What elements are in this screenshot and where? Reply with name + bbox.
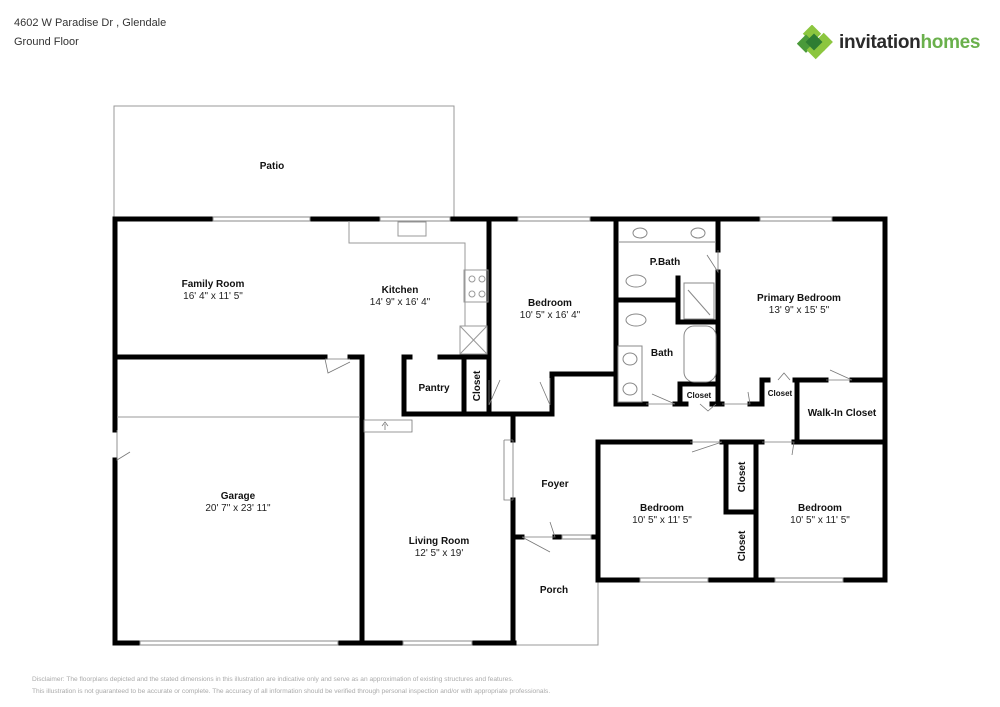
- room-label-walk-in-closet: Walk-In Closet: [808, 408, 877, 419]
- room-label-closet-bed2: Closet: [737, 461, 748, 492]
- room-label-closet-primary: Closet: [768, 389, 793, 398]
- room-label-closet-hall: Closet: [687, 391, 712, 400]
- room-label-bedroom-1: Bedroom: [528, 298, 572, 309]
- walls: [112, 216, 888, 646]
- room-label-bedroom-3: Bedroom: [798, 503, 842, 514]
- logo-mark-icon: [797, 25, 833, 60]
- room-label-primary-bedroom: Primary Bedroom: [757, 293, 841, 304]
- brand-logo: invitationhomes: [797, 25, 981, 61]
- room-label-bath: Bath: [651, 348, 673, 359]
- room-dims-bedroom-1: 10' 5" x 16' 4": [520, 310, 581, 321]
- room-label-p-bath: P.Bath: [650, 257, 680, 268]
- bath-fixtures: [617, 227, 717, 403]
- room-label-living-room: Living Room: [409, 536, 470, 547]
- room-label-bedroom-2: Bedroom: [640, 503, 684, 514]
- room-dims-primary-bedroom: 13' 9" x 15' 5": [769, 305, 830, 316]
- room-dims-family-room: 16' 4" x 11' 5": [183, 291, 243, 302]
- room-dims-bedroom-2: 10' 5" x 11' 5": [632, 515, 692, 526]
- room-label-kitchen: Kitchen: [382, 285, 419, 296]
- kitchen-counters: [348, 221, 489, 355]
- header: 4602 W Paradise Dr , Glendale Ground Flo…: [14, 14, 166, 52]
- room-dims-bedroom-3: 10' 5" x 11' 5": [790, 515, 850, 526]
- address: 4602 W Paradise Dr , Glendale: [14, 17, 167, 29]
- disclaimer: Disclaimer: The floorplans depicted and …: [32, 674, 550, 698]
- disclaimer-line-2: This illustration is not guaranteed to b…: [32, 688, 551, 695]
- room-label-closet-bed3: Closet: [737, 530, 748, 561]
- room-label-porch: Porch: [540, 585, 568, 596]
- floor-label: Ground Floor: [14, 36, 79, 48]
- doors: [116, 250, 853, 553]
- room-label-foyer: Foyer: [541, 479, 568, 490]
- room-label-pantry: Pantry: [418, 383, 450, 394]
- logo-wordmark: invitationhomes: [839, 32, 981, 53]
- room-label-garage: Garage: [221, 491, 256, 502]
- windows: [139, 216, 844, 646]
- room-dims-living-room: 12' 5" x 19': [415, 548, 464, 559]
- room-dims-kitchen: 14' 9" x 16' 4": [370, 297, 431, 308]
- room-label-closet-kitchen: Closet: [472, 370, 483, 401]
- room-dims-garage: 20' 7" x 23' 11": [205, 503, 271, 514]
- room-label-family-room: Family Room: [182, 279, 245, 290]
- room-label-patio: Patio: [260, 161, 284, 172]
- disclaimer-line-1: Disclaimer: The floorplans depicted and …: [32, 676, 514, 683]
